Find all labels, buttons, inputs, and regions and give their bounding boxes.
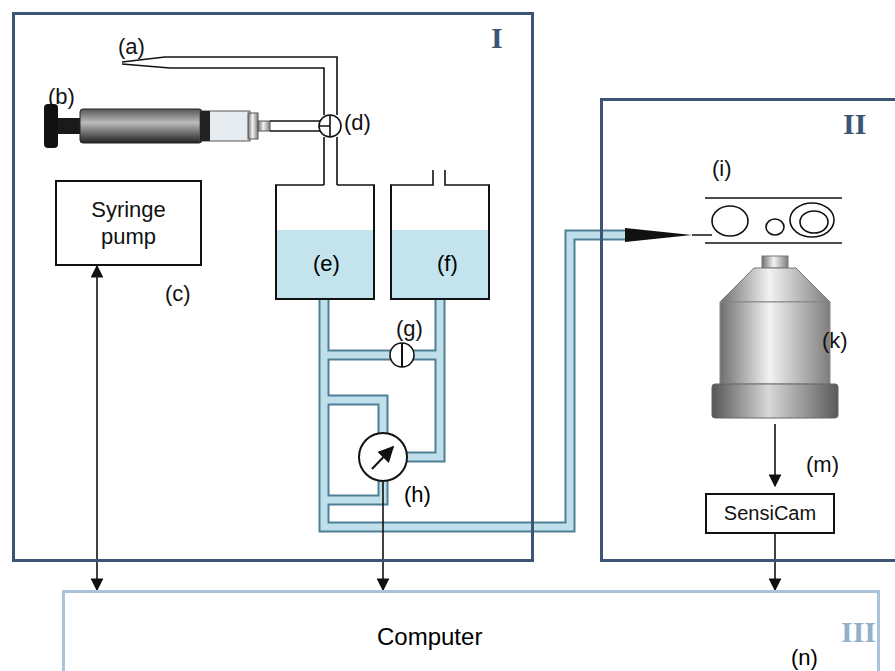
pressure-gauge bbox=[359, 433, 407, 481]
panel: I Syringe pump (e) (f) (h) bbox=[12, 12, 534, 562]
water bbox=[277, 230, 373, 298]
node-label: (n) bbox=[791, 645, 818, 671]
node-label: (f) bbox=[437, 251, 458, 277]
node-label: (e) bbox=[313, 251, 340, 277]
callout-label: (k) bbox=[822, 328, 848, 354]
node-label: Computer bbox=[377, 623, 482, 651]
light-path-arrow bbox=[774, 424, 776, 486]
callout-label: (b) bbox=[48, 84, 75, 110]
valve-g bbox=[390, 343, 414, 367]
callout-label: (c) bbox=[165, 281, 191, 307]
signal-arrow bbox=[774, 534, 776, 590]
objective bbox=[712, 256, 838, 418]
syringe-pump-box: Syringe pump bbox=[55, 180, 202, 266]
panel: II SensiCam bbox=[600, 98, 895, 562]
panel-number: III bbox=[841, 615, 876, 649]
syringe bbox=[44, 104, 270, 148]
callout-label: (i) bbox=[712, 156, 732, 182]
water bbox=[392, 230, 488, 298]
pressure-gauge: (h) bbox=[358, 432, 408, 482]
panel-number: I bbox=[491, 21, 503, 55]
callout-label: (a) bbox=[118, 34, 145, 60]
node-label: SensiCam bbox=[724, 501, 816, 526]
signal-arrow bbox=[382, 482, 384, 590]
microchannel bbox=[705, 198, 842, 243]
reservoir: (f) bbox=[390, 185, 490, 300]
tubing bbox=[324, 235, 628, 527]
callout-label: (m) bbox=[806, 452, 839, 478]
reservoir: (e) bbox=[275, 185, 375, 300]
panel-number: II bbox=[843, 107, 866, 141]
node-label: Syringe pump bbox=[69, 196, 189, 251]
camera-box: SensiCam bbox=[705, 493, 835, 534]
valve-d bbox=[319, 115, 341, 137]
nozzle bbox=[625, 228, 692, 242]
callout-label: (d) bbox=[344, 110, 371, 136]
node-label: (h) bbox=[404, 482, 431, 508]
computer-panel: Computer (n) III bbox=[62, 590, 880, 671]
callout-label: (g) bbox=[396, 316, 423, 342]
signal-arrow bbox=[96, 266, 98, 590]
needle bbox=[122, 57, 337, 115]
